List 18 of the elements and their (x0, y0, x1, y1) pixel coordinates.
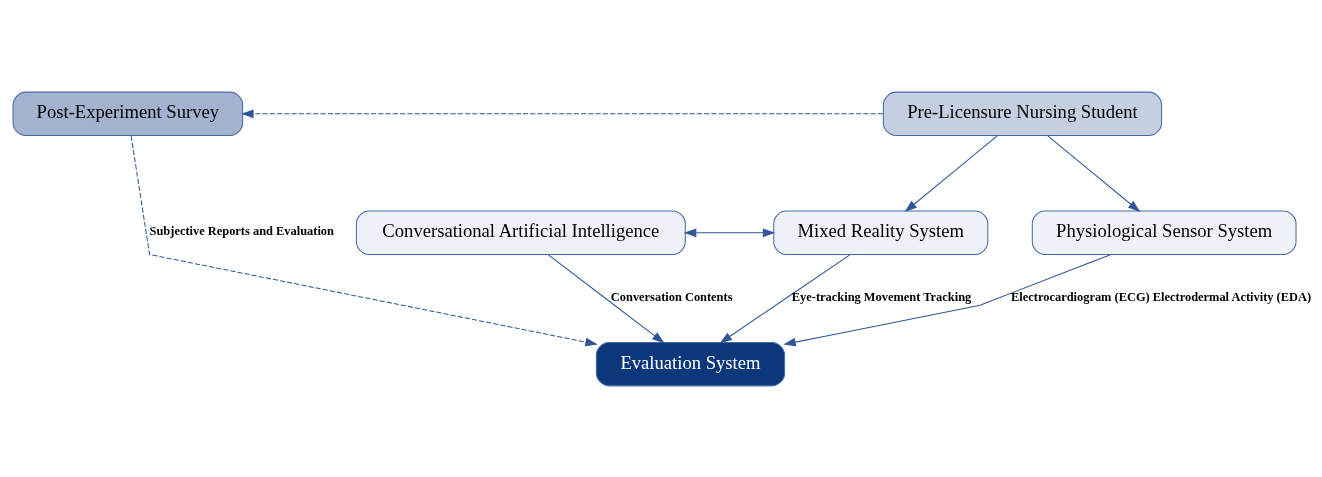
arrow (719, 253, 851, 343)
arrow (904, 134, 998, 212)
node-box: Conversational Artificial Intelligence (355, 210, 686, 255)
arrow (783, 253, 1111, 346)
arrow (547, 253, 665, 343)
arrow (1047, 134, 1141, 212)
node-box: Post-Experiment Survey (12, 91, 244, 136)
arrow (683, 227, 776, 237)
node-box: Pre-Licensure Nursing Student (882, 91, 1163, 136)
node-box: Evaluation System (595, 341, 786, 386)
arrow (241, 109, 884, 118)
node-box: Physiological Sensor System (1031, 210, 1297, 255)
node-box: Mixed Reality System (773, 210, 989, 255)
edge-label: Electrocardiogram (ECG) Electrodermal Activity (EDA) (1011, 289, 1312, 304)
edge-label: Conversation Contents (610, 289, 733, 304)
edge-label: Eye-tracking Movement Tracking (791, 289, 972, 304)
arrow (130, 134, 598, 346)
edge-label: Subjective Reports and Evaluation (149, 223, 334, 238)
